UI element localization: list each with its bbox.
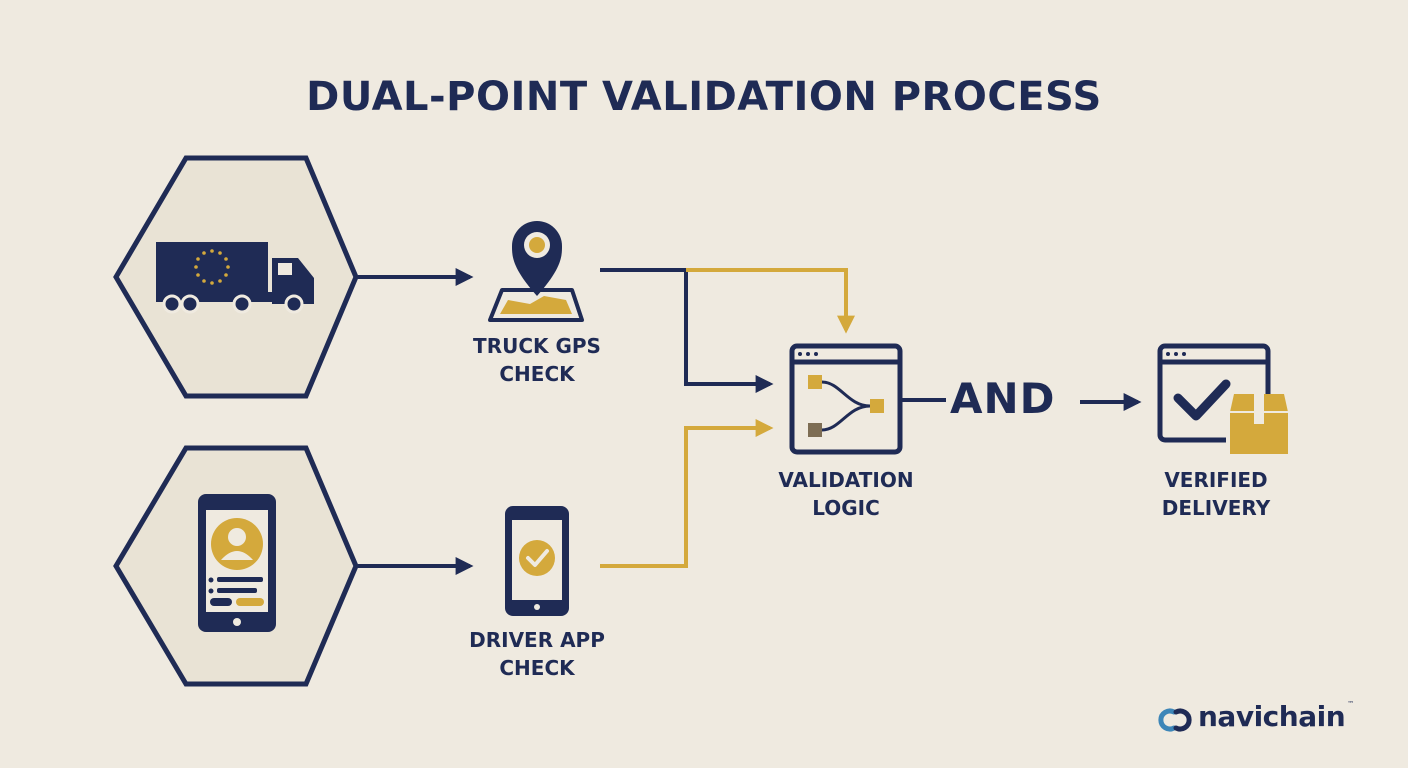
page-title: DUAL-POINT VALIDATION PROCESS bbox=[306, 74, 1102, 120]
truck-gps-check-line2: CHECK bbox=[499, 362, 575, 386]
validation-logic-line1: VALIDATION bbox=[778, 468, 914, 492]
validation-logic-line2: LOGIC bbox=[812, 496, 880, 520]
map-pin-icon bbox=[488, 221, 584, 322]
eu-truck-icon bbox=[156, 242, 314, 314]
phone-check-icon bbox=[505, 506, 569, 616]
driver-app-check-line1: DRIVER APP bbox=[469, 628, 605, 652]
navichain-logo-icon bbox=[1158, 708, 1192, 732]
truck-gps-check-label: TRUCK GPS CHECK bbox=[437, 332, 637, 388]
gps-to-logic-gold-connector bbox=[686, 268, 855, 334]
verified-delivery-line2: DELIVERY bbox=[1161, 496, 1271, 520]
brand-trademark: ™ bbox=[1347, 700, 1355, 708]
phone-profile-icon bbox=[198, 494, 276, 632]
driver-app-check-label: DRIVER APP CHECK bbox=[437, 626, 637, 682]
brand-logo-spacer bbox=[1156, 705, 1192, 729]
driver-app-check-line2: CHECK bbox=[499, 656, 575, 680]
verified-delivery-line1: VERIFIED bbox=[1164, 468, 1268, 492]
gps-to-logic-navy-connector bbox=[600, 268, 774, 393]
verified-box-icon bbox=[1157, 343, 1292, 456]
truck-gps-check-line1: TRUCK GPS bbox=[473, 334, 601, 358]
flow-window-icon bbox=[789, 343, 903, 455]
validation-logic-label: VALIDATION LOGIC bbox=[746, 466, 946, 522]
verified-delivery-label: VERIFIED DELIVERY bbox=[1116, 466, 1316, 522]
brand: navichain ™ bbox=[1156, 700, 1354, 733]
brand-name: navichain bbox=[1198, 700, 1346, 733]
app-to-logic-connector bbox=[600, 419, 774, 568]
and-operator: AND bbox=[950, 374, 1056, 423]
